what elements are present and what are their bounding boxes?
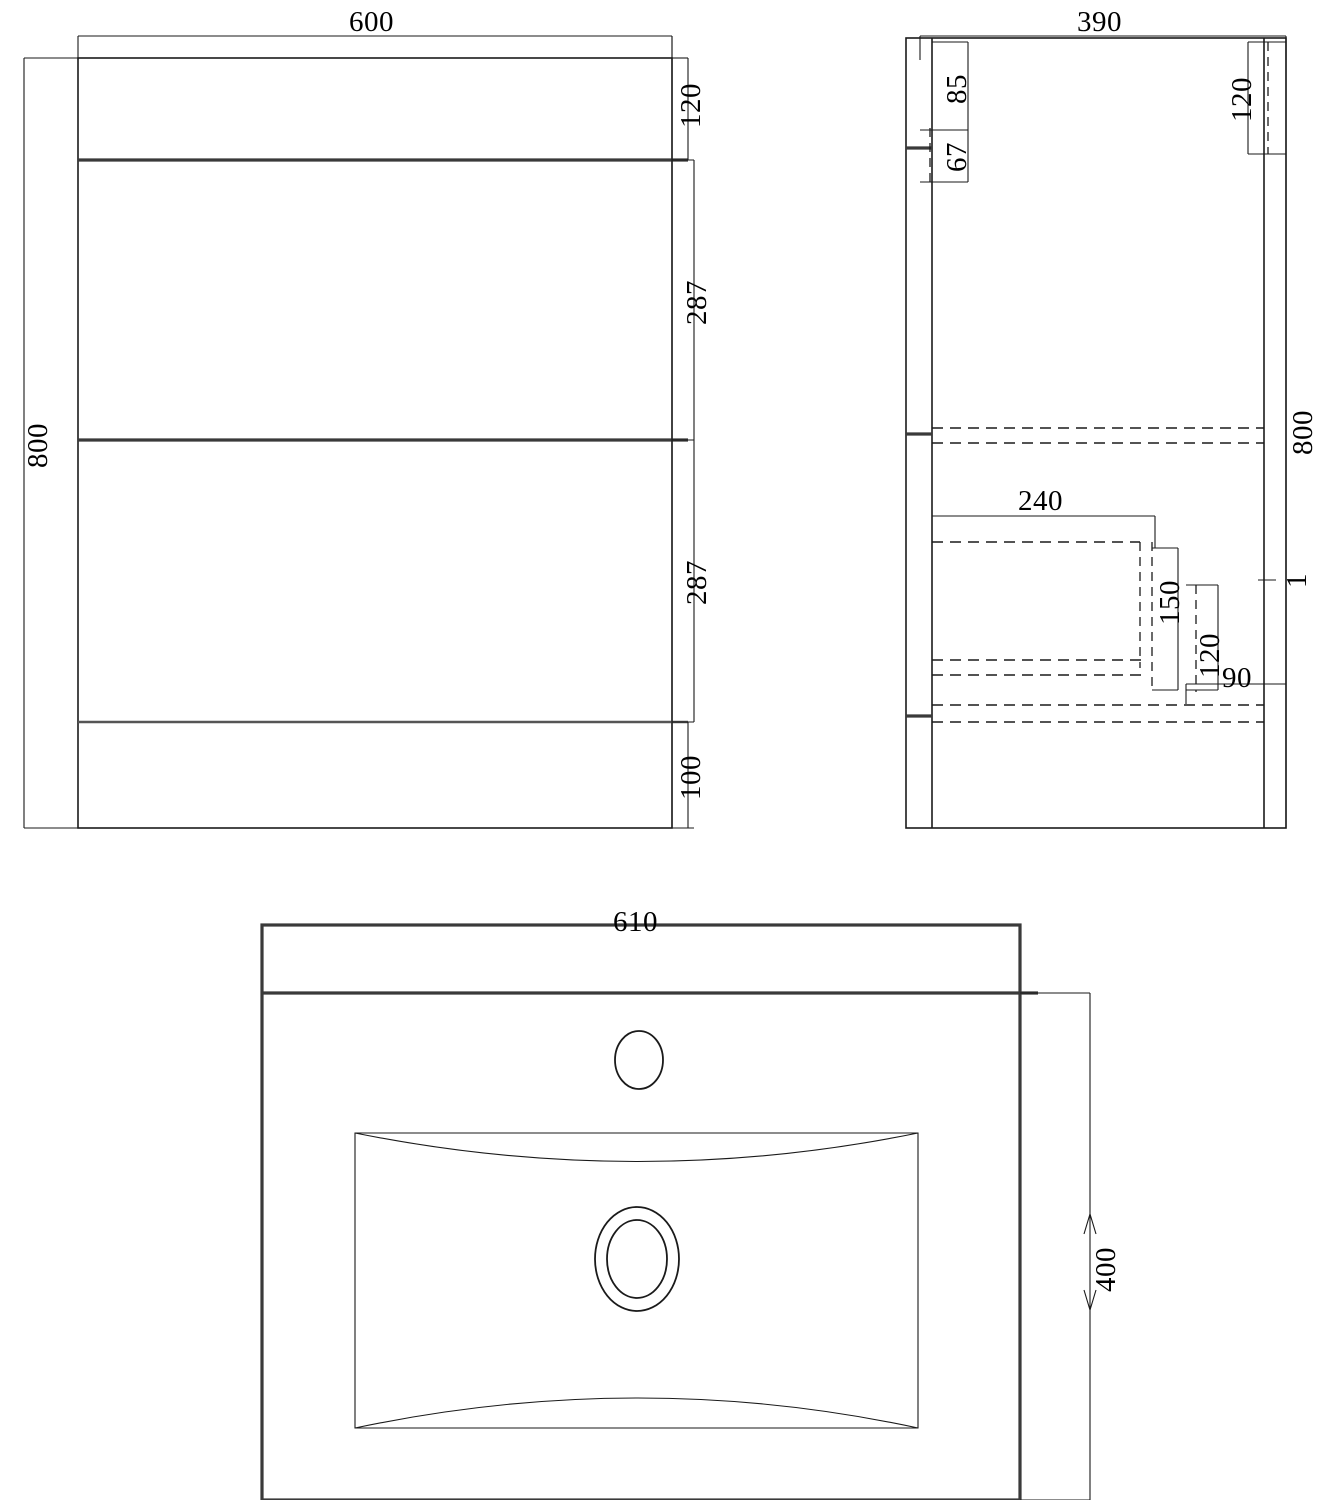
side-90-label: 90 — [1222, 662, 1252, 694]
front-segment-120-label: 120 — [675, 83, 707, 128]
front-height-dimension — [23, 57, 78, 829]
basin-width-label: 610 — [613, 906, 658, 938]
side-120-inner-dimension — [1186, 584, 1219, 692]
side-150-dimension — [1152, 547, 1179, 691]
front-width-dimension — [77, 35, 673, 60]
front-elevation-group — [23, 35, 695, 829]
side-120-top-dimension — [1247, 41, 1286, 155]
side-depth-dimension — [919, 35, 1287, 60]
front-height-label: 800 — [22, 423, 54, 468]
side-120-inner-label: 120 — [1194, 633, 1226, 678]
side-150-label: 150 — [1154, 580, 1186, 625]
basin-plan-group — [260, 923, 1097, 1500]
front-segment-dimensions — [671, 36, 695, 829]
side-1-label: 1 — [1281, 573, 1313, 588]
side-height-label: 800 — [1287, 410, 1319, 455]
side-240-dimension — [932, 515, 1156, 548]
front-segment-100-label: 100 — [675, 755, 707, 800]
side-120-top-label: 120 — [1226, 77, 1258, 122]
side-90-dimension — [1185, 683, 1286, 704]
side-240-label: 240 — [1018, 485, 1063, 517]
basin-depth-label: 400 — [1090, 1247, 1122, 1292]
front-width-label: 600 — [349, 6, 394, 38]
side-section-group — [905, 35, 1287, 829]
side-67-label: 67 — [941, 142, 973, 172]
side-85-label: 85 — [941, 74, 973, 104]
basin-depth-dimension — [1020, 992, 1097, 1500]
side-67-dimension — [920, 128, 969, 184]
front-segment-287-lower-label: 287 — [681, 560, 713, 605]
side-depth-label: 390 — [1077, 6, 1122, 38]
front-segment-287-upper-label: 287 — [681, 280, 713, 325]
